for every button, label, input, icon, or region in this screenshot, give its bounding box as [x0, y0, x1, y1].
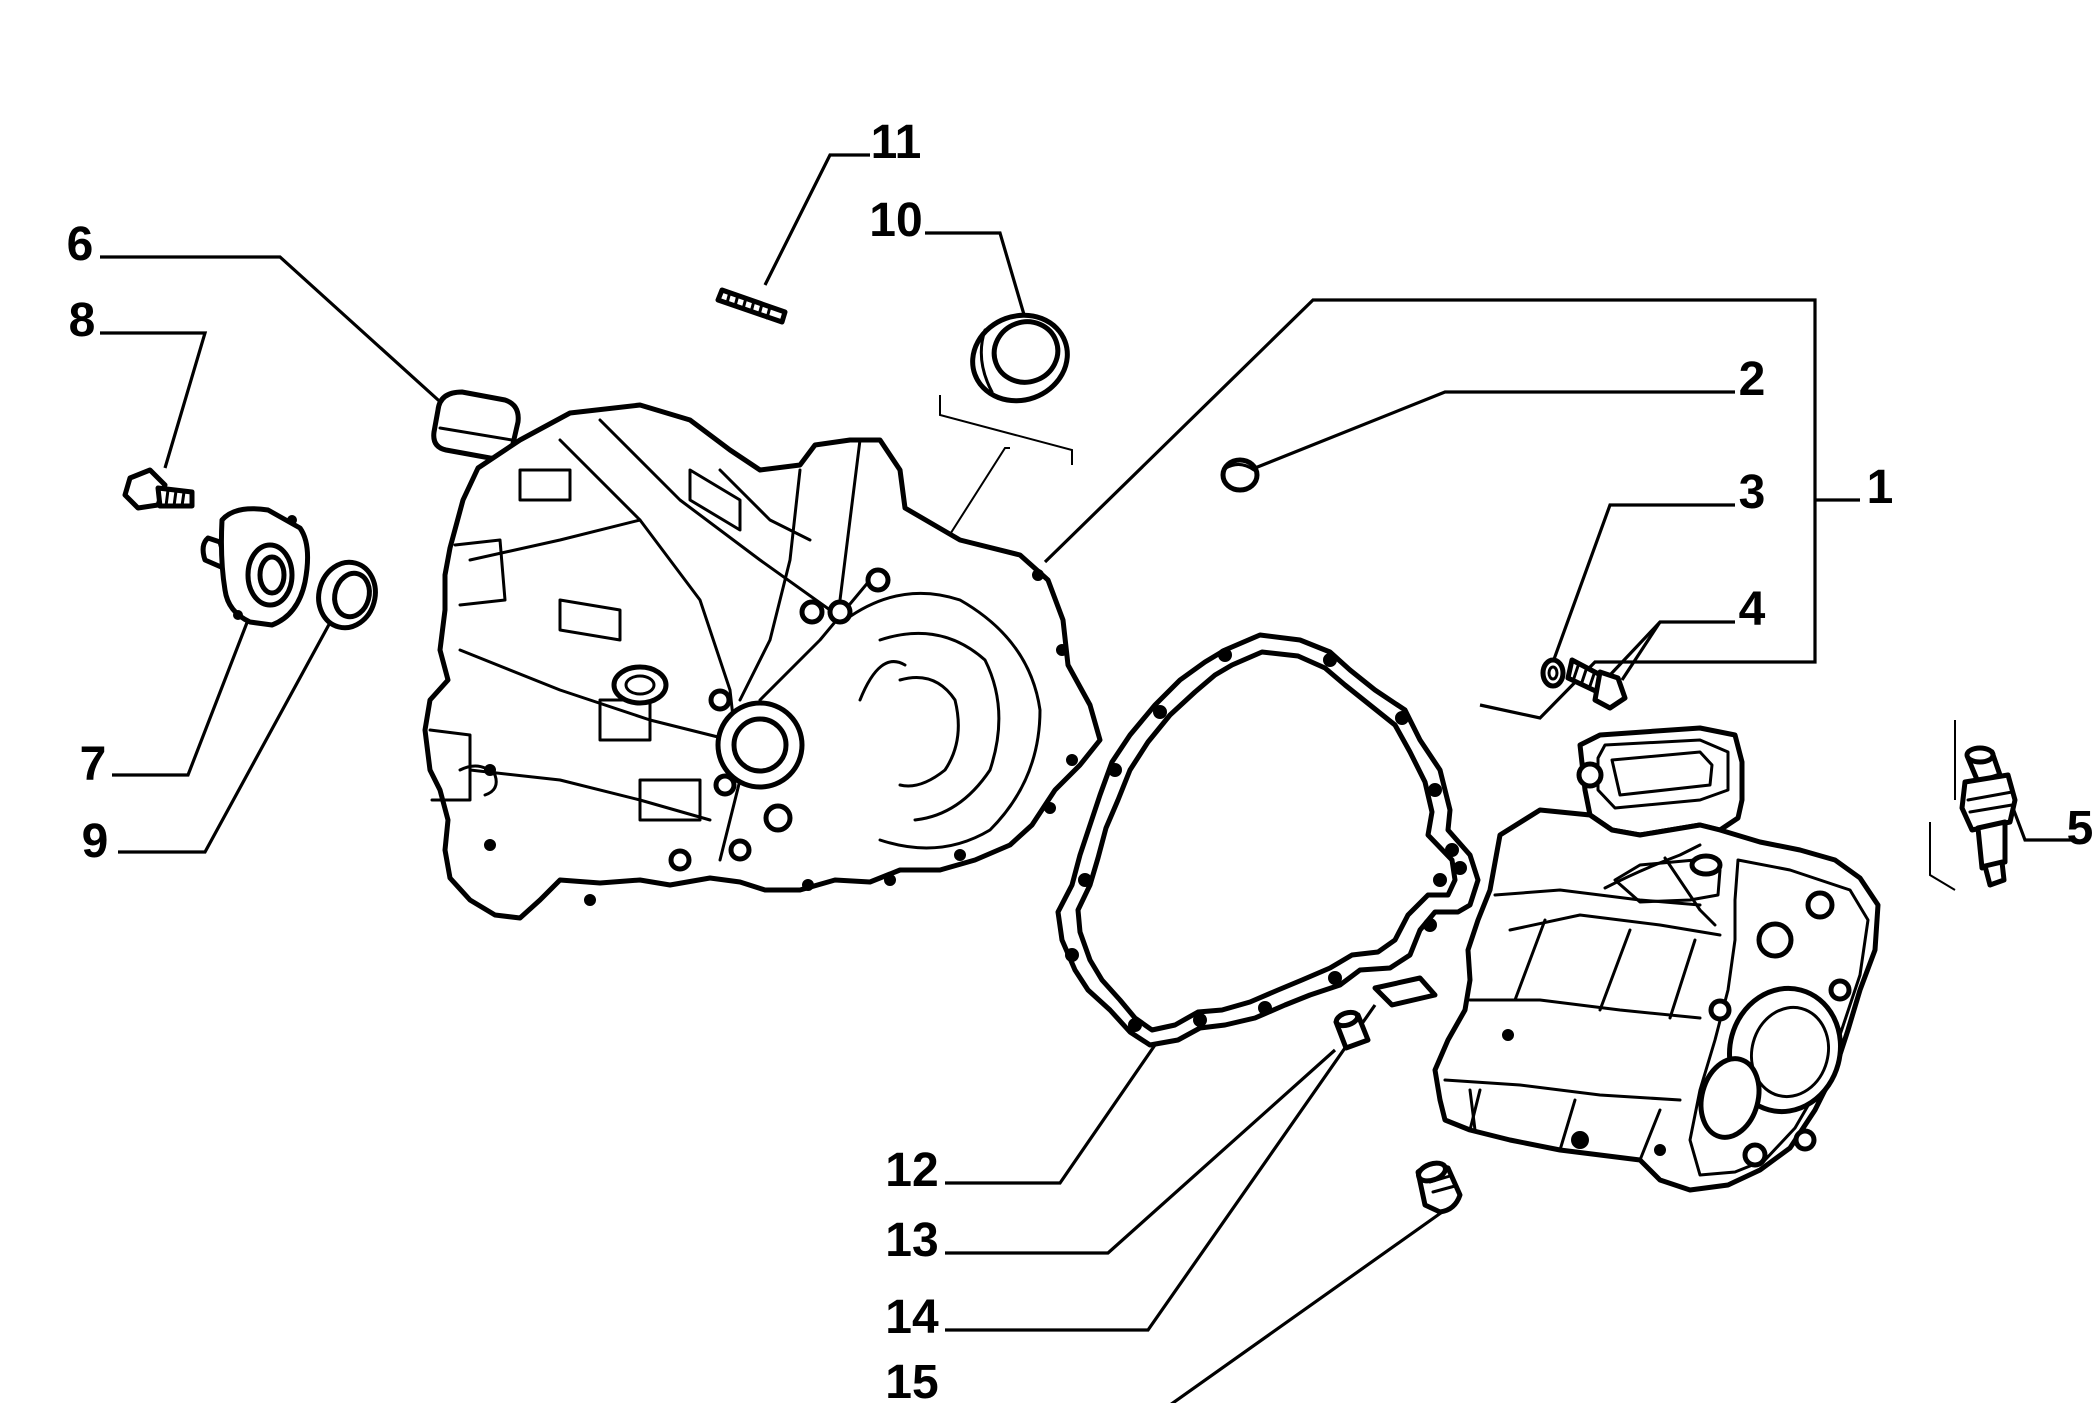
sensor-part-5 — [1959, 745, 2018, 888]
bolt-part-4 — [1565, 657, 1628, 711]
callout-1: 1 — [1867, 461, 1894, 514]
callout-11: 11 — [871, 116, 922, 169]
leader-line-8 — [100, 331, 208, 469]
callout-10: 10 — [869, 194, 922, 247]
leader-lines — [100, 153, 2075, 1403]
shim-part-14 — [1372, 975, 1438, 1008]
leader-line-13 — [945, 1048, 1337, 1255]
leader-line-7 — [112, 619, 250, 777]
stud-part-11 — [715, 287, 788, 325]
seal-part-9 — [316, 559, 378, 631]
leader-line-3 — [1551, 503, 1735, 663]
callout-3: 3 — [1739, 466, 1766, 519]
callout-14: 14 — [885, 1291, 939, 1344]
callout-12: 12 — [885, 1144, 938, 1197]
gearbox-housing-right — [1432, 725, 1881, 1193]
callout-4: 4 — [1739, 583, 1766, 636]
bolt-part-8 — [122, 467, 195, 511]
leader-line-5 — [2008, 799, 2075, 842]
leader-line-14 — [945, 1004, 1377, 1332]
dowel-part-13 — [1333, 1009, 1371, 1051]
callout-15: 15 — [885, 1356, 938, 1403]
callout-7: 7 — [80, 738, 107, 791]
leader-line-9 — [118, 607, 340, 854]
leader-line-15 — [1170, 1208, 1446, 1403]
clutch-housing-left — [422, 402, 1103, 921]
callout-9: 9 — [82, 815, 109, 868]
flange-part-7 — [200, 506, 311, 628]
alignment-mark-left — [939, 395, 1073, 465]
callout-labels: 1 2 3 4 5 6 7 8 9 10 11 12 13 14 15 — [67, 116, 2093, 1403]
callout-8: 8 — [69, 294, 96, 347]
leader-line-10 — [925, 231, 1027, 319]
leader-line-11 — [763, 153, 870, 286]
gasket-part-12 — [1055, 632, 1481, 1048]
leader-line-12 — [945, 1044, 1157, 1185]
leader-line-6 — [100, 255, 449, 410]
plug-part-2 — [1220, 457, 1260, 493]
washer-part-3 — [1540, 657, 1566, 689]
callout-2: 2 — [1739, 353, 1766, 406]
plug-part-15 — [1415, 1160, 1463, 1215]
callout-6: 6 — [67, 218, 94, 271]
leader-line-1 — [1043, 298, 1817, 720]
leader-line-2 — [1254, 390, 1735, 470]
alignment-mark-right-bottom — [1929, 822, 1956, 891]
callout-5: 5 — [2067, 802, 2093, 855]
callout-13: 13 — [885, 1214, 938, 1267]
seal-ring-part-10 — [970, 312, 1070, 404]
leader-line-4b — [1620, 621, 1662, 681]
